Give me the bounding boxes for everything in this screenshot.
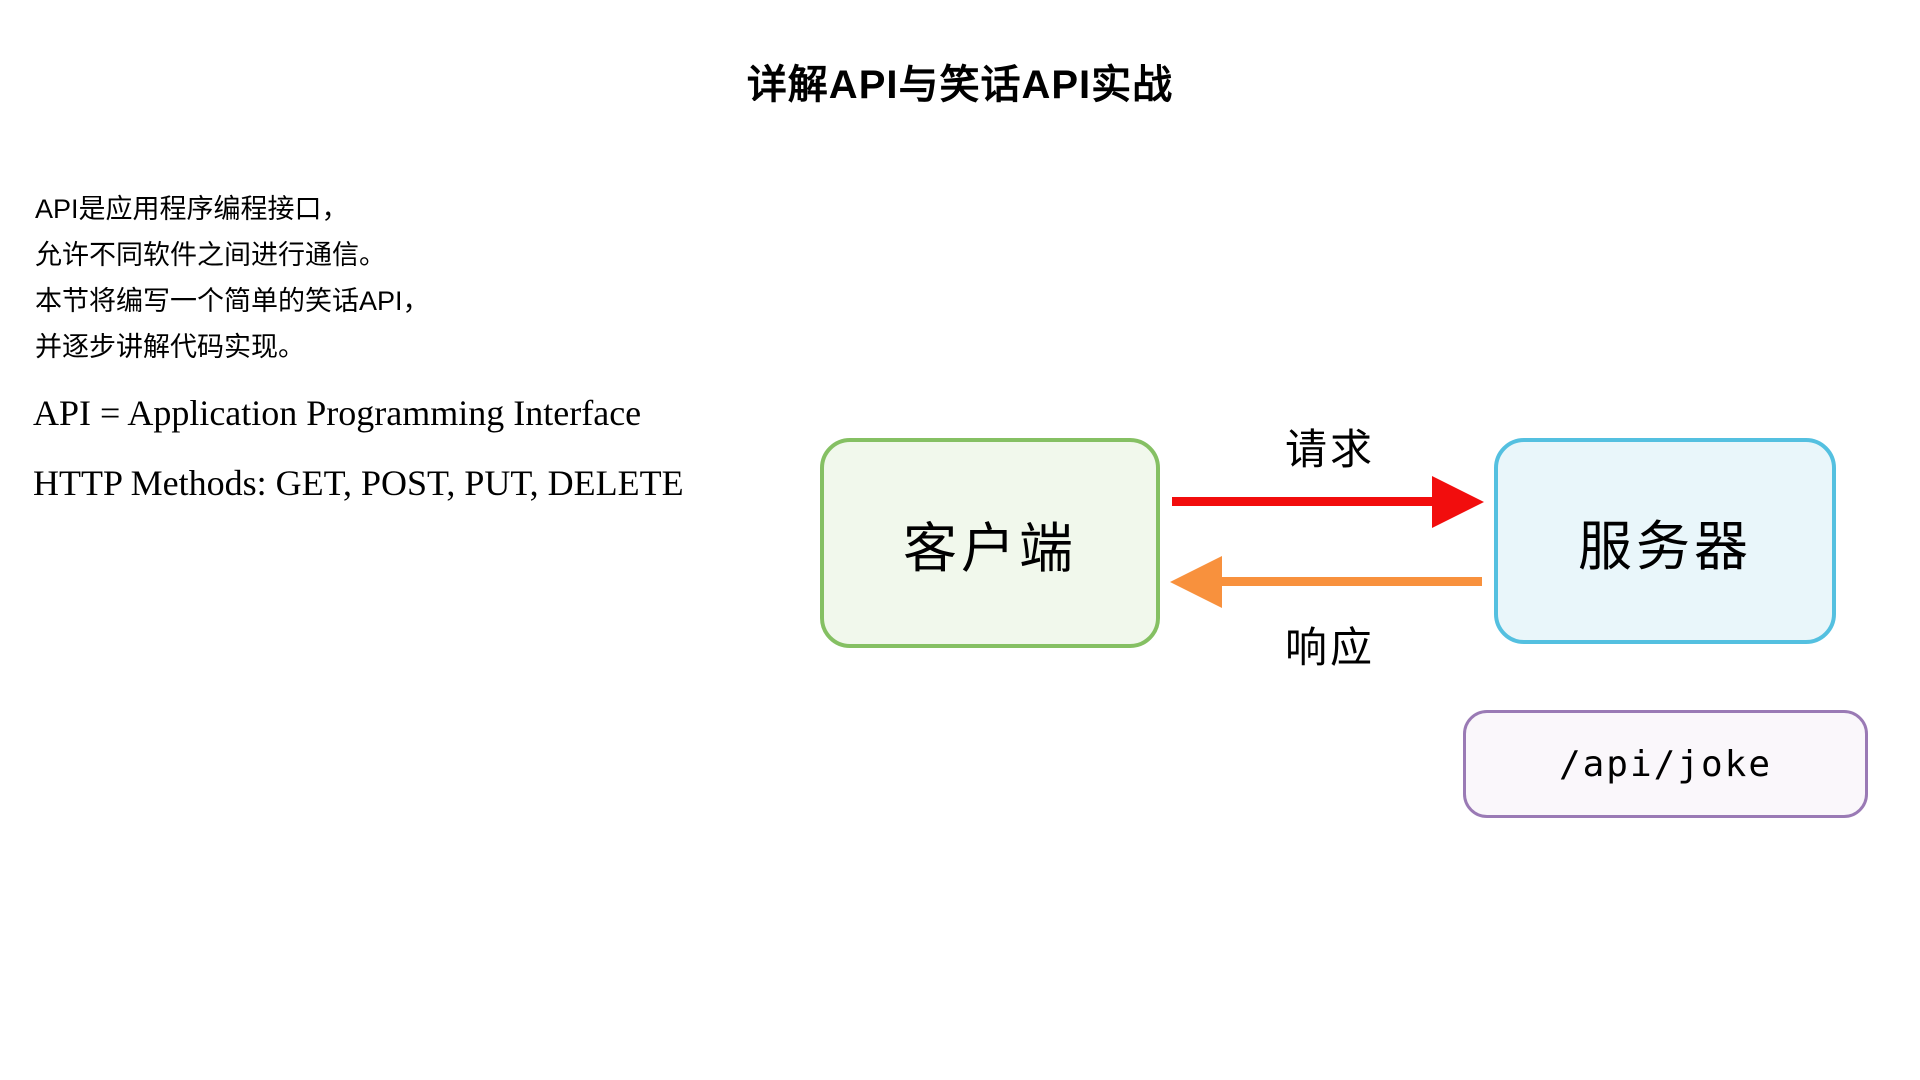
intro-line: 并逐步讲解代码实现。 xyxy=(35,332,305,362)
http-methods-note: HTTP Methods: GET, POST, PUT, DELETE xyxy=(33,463,684,503)
request-arrow-label: 请求 xyxy=(1284,426,1375,473)
request-arrow-shaft xyxy=(1172,497,1434,506)
endpoint-box: /api/joke xyxy=(1463,710,1868,818)
page-title: 详解API与笑话API实战 xyxy=(746,63,1174,107)
response-arrowhead-icon xyxy=(1170,556,1222,608)
client-box-label: 客户端 xyxy=(903,518,1077,579)
server-box-label: 服务器 xyxy=(1578,516,1752,577)
intro-paragraph: API是应用程序编程接口， 允许不同软件之间进行通信。 本节将编写一个简单的笑话… xyxy=(35,186,430,370)
intro-line: 本节将编写一个简单的笑话API， xyxy=(35,286,430,316)
response-arrow-label: 响应 xyxy=(1284,624,1375,671)
server-box: 服务器 xyxy=(1494,438,1836,644)
intro-line: 允许不同软件之间进行通信。 xyxy=(35,240,386,270)
request-arrowhead-icon xyxy=(1432,476,1484,528)
client-box: 客户端 xyxy=(820,438,1160,648)
endpoint-label: /api/joke xyxy=(1558,743,1773,785)
response-arrow-shaft xyxy=(1222,577,1482,586)
api-definition-note: API = Application Programming Interface xyxy=(33,393,642,433)
intro-line: API是应用程序编程接口， xyxy=(35,194,349,224)
